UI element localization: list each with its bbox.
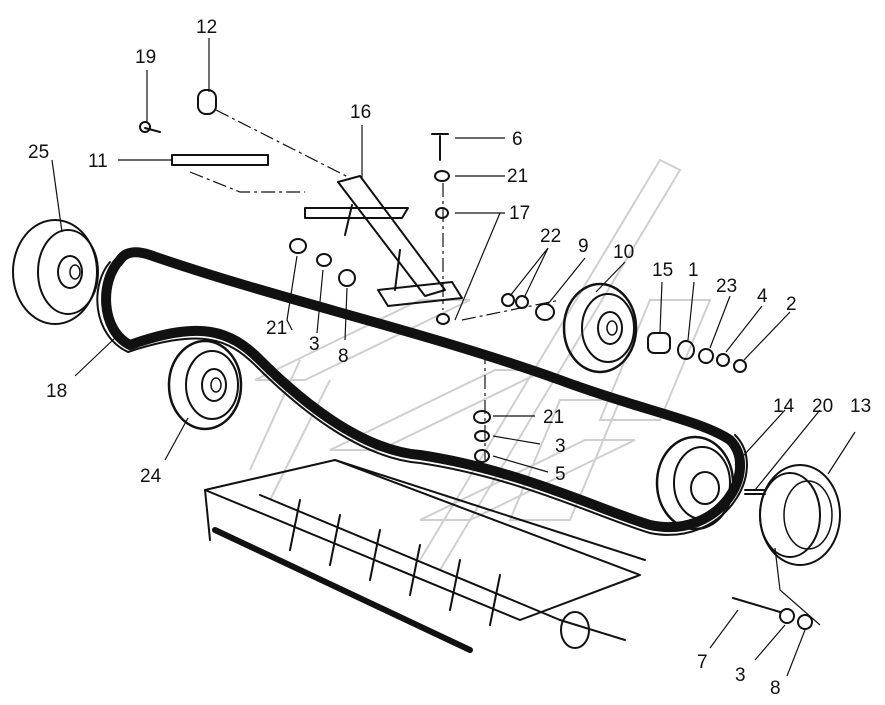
callout-18: 18 <box>46 381 67 402</box>
pulley-25 <box>12 219 99 325</box>
callout-10: 10 <box>613 242 634 263</box>
callout-20: 20 <box>812 396 833 417</box>
callout-3-left: 3 <box>309 334 320 355</box>
callout-4: 4 <box>757 286 768 307</box>
callout-3-bottom: 3 <box>735 665 746 686</box>
callout-13: 13 <box>850 396 871 417</box>
bracket-16 <box>304 175 463 307</box>
callout-8-left: 8 <box>338 346 349 367</box>
callout-22: 22 <box>540 226 561 247</box>
callout-17: 17 <box>509 203 530 224</box>
callout-1: 1 <box>688 260 699 281</box>
callout-2: 2 <box>786 294 797 315</box>
small-hardware <box>139 89 813 630</box>
callout-11: 11 <box>88 151 108 172</box>
callout-19: 19 <box>135 47 156 68</box>
callout-8-bottom: 8 <box>770 678 781 699</box>
callout-9: 9 <box>578 236 589 257</box>
callout-21-top: 21 <box>507 166 528 187</box>
callout-21-left: 21 <box>266 318 287 339</box>
callout-25: 25 <box>28 142 49 163</box>
watermark-outlines <box>249 158 712 571</box>
callout-12: 12 <box>196 17 217 38</box>
leader-lines <box>51 38 856 677</box>
callout-16: 16 <box>350 102 371 123</box>
callout-14: 14 <box>773 396 795 417</box>
pulley-13 <box>744 464 841 566</box>
v-belt <box>96 247 748 536</box>
pulley-24 <box>167 339 243 431</box>
strip-11 <box>171 154 269 166</box>
callout-24: 24 <box>140 466 162 487</box>
callout-5: 5 <box>555 464 566 485</box>
pulley-10 <box>562 282 638 374</box>
pulley-14 <box>655 435 735 531</box>
callout-23: 23 <box>716 276 737 297</box>
callout-21-mid: 21 <box>543 407 564 428</box>
callout-6: 6 <box>512 129 523 150</box>
callout-7: 7 <box>697 652 708 673</box>
rotor-housing <box>204 459 646 653</box>
callout-15: 15 <box>652 260 673 281</box>
callout-labels: 12 19 16 6 25 11 21 17 22 9 10 15 1 23 4… <box>28 17 871 699</box>
callout-3-mid: 3 <box>555 436 566 457</box>
